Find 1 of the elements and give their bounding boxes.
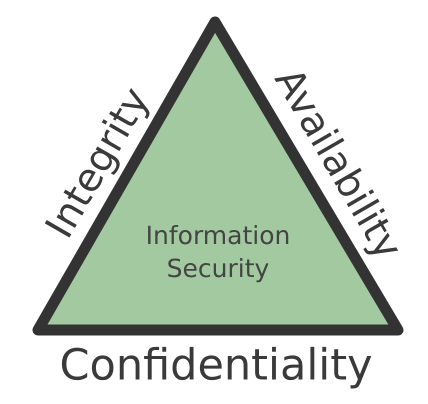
base-label: Confidentiality [59,344,373,388]
